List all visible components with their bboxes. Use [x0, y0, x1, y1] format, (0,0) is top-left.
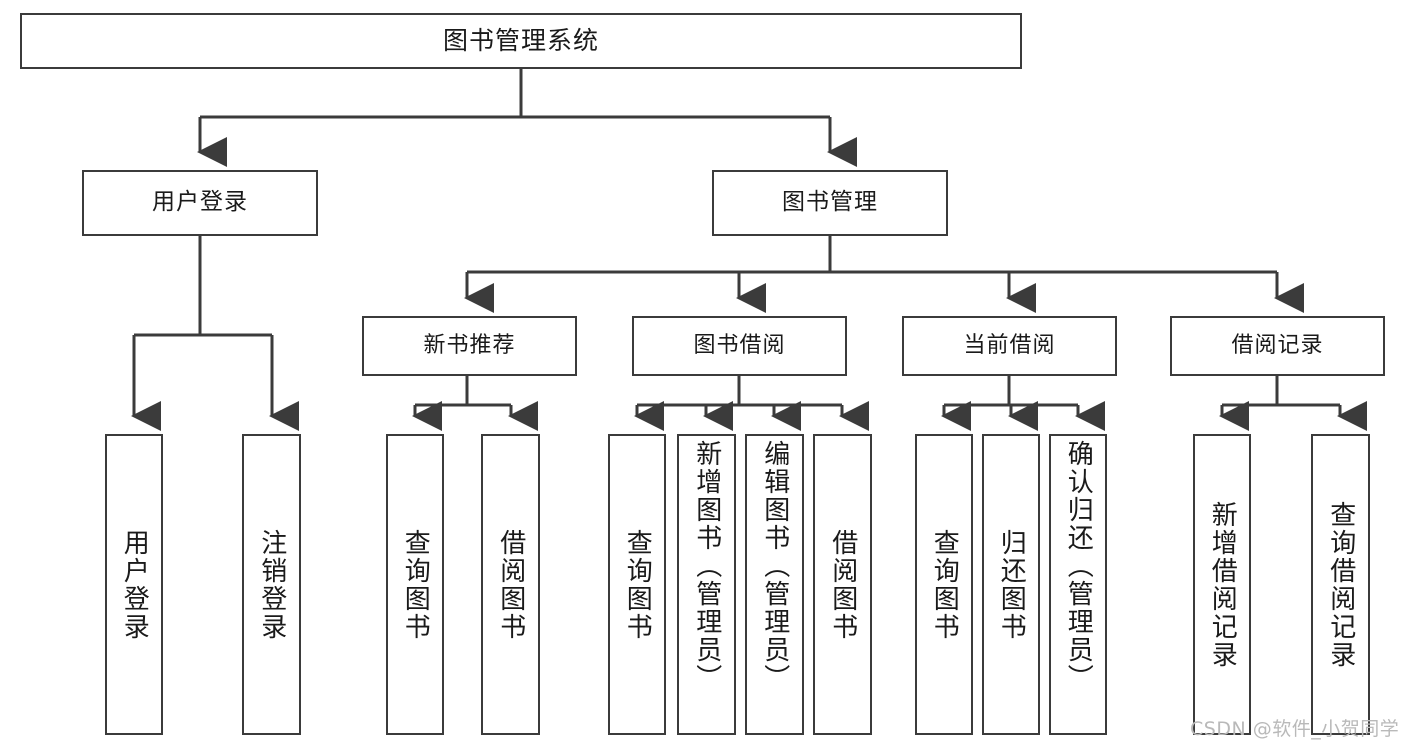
- node-label: 图书管理: [782, 189, 878, 216]
- node-label: 新增图书（管理员）: [691, 440, 722, 692]
- node-root-book-management-system[interactable]: 图书管理系统: [20, 13, 1022, 69]
- node-label: 借阅图书: [495, 528, 526, 641]
- node-new-book-recommendation[interactable]: 新书推荐: [362, 316, 577, 376]
- node-label: 查询图书: [622, 528, 653, 641]
- leaf-new-book-borrow-books[interactable]: 借阅图书: [481, 434, 540, 735]
- leaf-current-borrow-confirm-return-admin[interactable]: 确认归还（管理员）: [1049, 434, 1107, 735]
- node-label: 图书借阅: [693, 333, 786, 359]
- leaf-borrow-record-query-record[interactable]: 查询借阅记录: [1311, 434, 1370, 735]
- node-label: 新书推荐: [423, 333, 516, 359]
- leaf-current-borrow-return-books[interactable]: 归还图书: [982, 434, 1040, 735]
- node-label: 查询借阅记录: [1325, 500, 1356, 669]
- node-current-borrowing[interactable]: 当前借阅: [902, 316, 1117, 376]
- node-book-borrowing[interactable]: 图书借阅: [632, 316, 847, 376]
- node-borrowing-records[interactable]: 借阅记录: [1170, 316, 1385, 376]
- node-label: 用户登录: [119, 528, 150, 641]
- node-label: 借阅记录: [1231, 333, 1324, 359]
- node-label: 当前借阅: [963, 333, 1056, 359]
- node-book-management[interactable]: 图书管理: [712, 170, 948, 236]
- leaf-current-borrow-query-books[interactable]: 查询图书: [915, 434, 973, 735]
- node-label: 新增借阅记录: [1207, 500, 1238, 669]
- leaf-new-book-query-books[interactable]: 查询图书: [386, 434, 444, 735]
- watermark: CSDN @软件_小贺同学: [1190, 718, 1400, 740]
- leaf-user-login-login[interactable]: 用户登录: [105, 434, 163, 735]
- node-label: 查询图书: [400, 528, 431, 641]
- leaf-book-borrow-add-book-admin[interactable]: 新增图书（管理员）: [677, 434, 736, 735]
- node-user-login[interactable]: 用户登录: [82, 170, 318, 236]
- node-label: 归还图书: [996, 528, 1027, 641]
- node-label: 图书管理系统: [442, 26, 599, 56]
- leaf-book-borrow-borrow-books[interactable]: 借阅图书: [813, 434, 872, 735]
- leaf-borrow-record-add-record[interactable]: 新增借阅记录: [1193, 434, 1251, 735]
- node-label: 编辑图书（管理员）: [759, 440, 790, 692]
- leaf-book-borrow-edit-book-admin[interactable]: 编辑图书（管理员）: [745, 434, 804, 735]
- node-label: 查询图书: [929, 528, 960, 641]
- node-label: 借阅图书: [827, 528, 858, 641]
- leaf-book-borrow-query-books[interactable]: 查询图书: [608, 434, 666, 735]
- node-label: 确认归还（管理员）: [1063, 440, 1094, 692]
- node-label: 注销登录: [256, 528, 287, 641]
- leaf-user-login-logout[interactable]: 注销登录: [242, 434, 301, 735]
- node-label: 用户登录: [152, 189, 248, 216]
